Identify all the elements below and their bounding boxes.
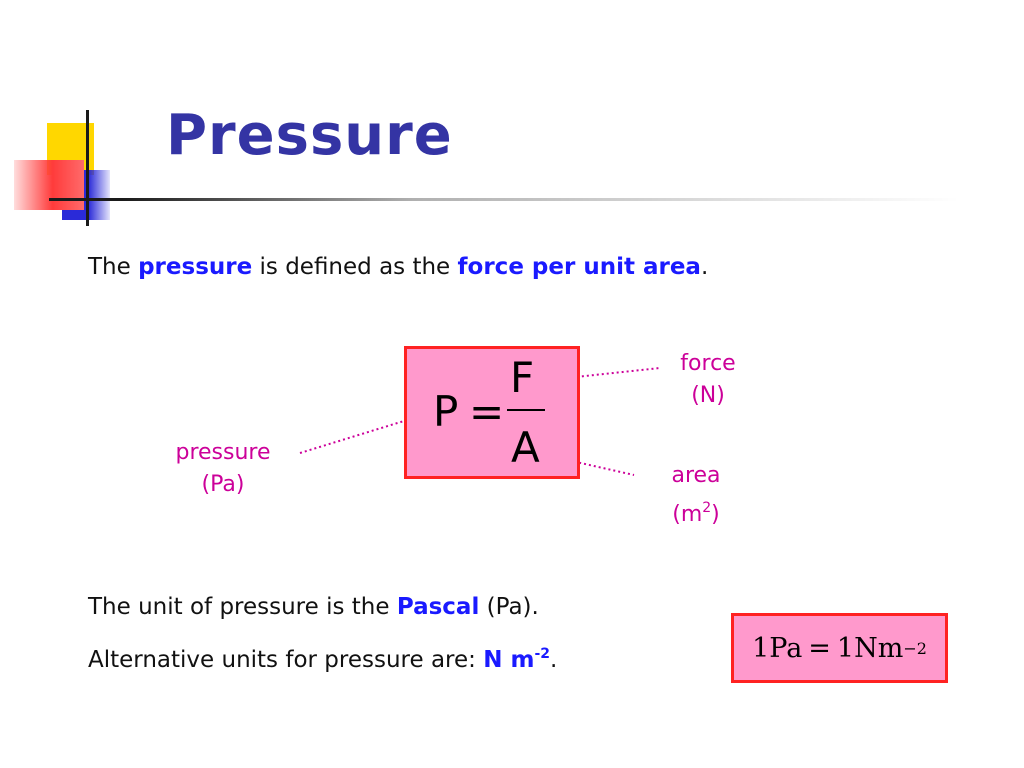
pressure-label-name: pressure	[175, 440, 271, 465]
unit-equation-box: 1Pa = 1Nm−2	[731, 613, 948, 683]
pressure-label-unit: (Pa)	[201, 472, 245, 497]
pressure-equation-box: P = F A	[404, 346, 580, 479]
unit-prefix: The unit of pressure is the	[88, 594, 397, 620]
alt-term-base: N m	[483, 647, 535, 673]
title-underline	[49, 198, 959, 201]
definition-suffix: .	[700, 254, 709, 280]
force-label-unit: (N)	[691, 383, 725, 408]
definition-term-force-per-area: force per unit area	[457, 254, 701, 280]
unit-eq-exponent: −2	[903, 638, 927, 658]
connector-force	[556, 367, 661, 380]
equation-lhs: P	[433, 387, 459, 436]
unit-eq-lhs: 1Pa	[752, 632, 803, 664]
unit-suffix: (Pa).	[479, 594, 539, 620]
unit-eq-rhs: 1Nm	[836, 632, 904, 664]
alt-suffix: .	[550, 647, 558, 673]
area-unit-exponent: 2	[702, 500, 712, 516]
definition-middle: is defined as the	[252, 254, 458, 280]
force-label-name: force	[680, 351, 736, 376]
area-unit-close: )	[711, 502, 720, 527]
pressure-label: pressure (Pa)	[160, 437, 286, 501]
alt-term-exponent: -2	[534, 646, 550, 662]
unit-eq-operator: =	[808, 632, 831, 664]
equation-operator: =	[469, 387, 505, 436]
unit-term-pascal: Pascal	[396, 594, 480, 620]
area-label-name: area	[671, 463, 721, 488]
alt-prefix: Alternative units for pressure are:	[88, 647, 484, 673]
definition-term-pressure: pressure	[138, 254, 253, 280]
logo-vertical-line	[86, 110, 89, 226]
definition-text: The pressure is defined as the force per…	[88, 256, 708, 279]
area-unit-base: (m	[672, 502, 703, 527]
force-label: force (N)	[660, 348, 756, 412]
connector-pressure	[299, 416, 418, 454]
equation-denominator: A	[511, 423, 540, 472]
definition-prefix: The	[88, 254, 139, 280]
fraction-bar	[507, 409, 545, 411]
area-label-unit: (m2)	[650, 492, 742, 531]
equation-numerator: F	[510, 353, 535, 402]
alternative-units-text: Alternative units for pressure are: N m-…	[88, 647, 557, 672]
unit-text: The unit of pressure is the Pascal (Pa).	[88, 596, 539, 619]
area-label: area (m2)	[650, 460, 742, 531]
logo-red-square	[14, 160, 84, 210]
slide-title: Pressure	[166, 103, 453, 168]
